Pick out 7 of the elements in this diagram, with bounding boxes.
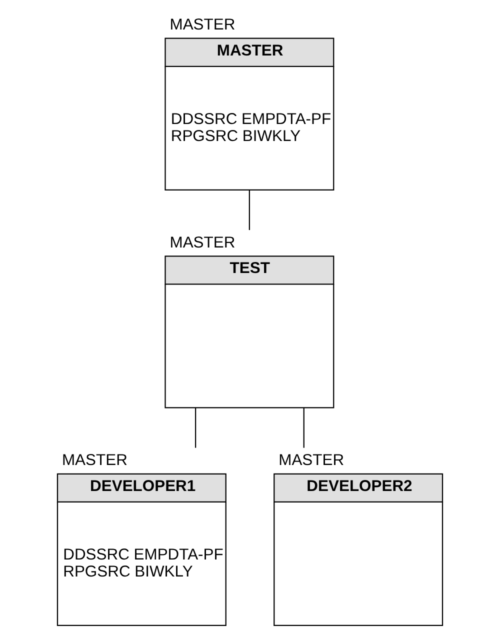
connector bbox=[195, 408, 196, 448]
node-label: MASTER bbox=[170, 234, 236, 252]
connector bbox=[303, 408, 304, 448]
node-label: MASTER bbox=[278, 452, 344, 470]
node-label: MASTER bbox=[170, 16, 236, 34]
node-label: MASTER bbox=[62, 452, 128, 470]
connector bbox=[248, 190, 250, 230]
